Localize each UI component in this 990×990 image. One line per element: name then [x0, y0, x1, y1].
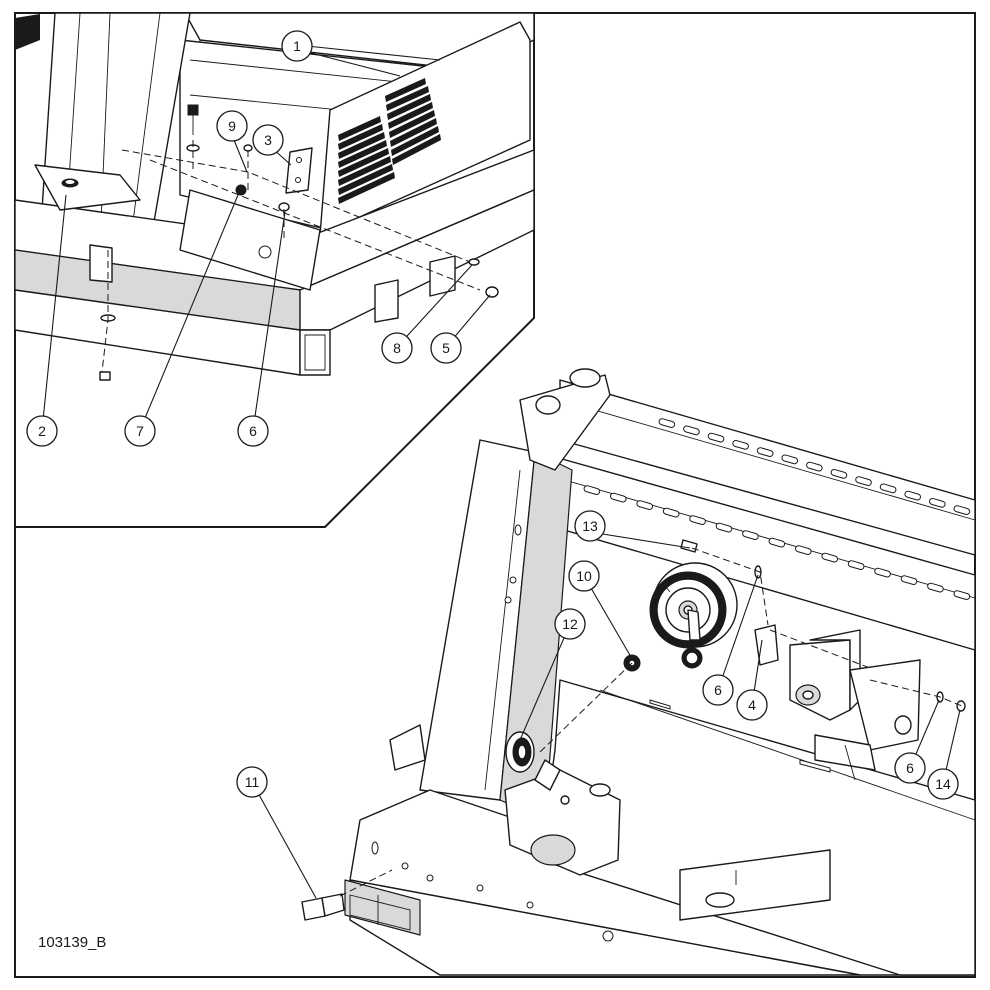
callout-10: 10 — [568, 560, 600, 592]
callout-6-bracket: 6 — [894, 752, 926, 784]
callout-6-inset-label: 6 — [249, 423, 257, 439]
rail-slot — [855, 476, 872, 486]
rail-slot — [658, 418, 676, 428]
leader-lines — [41, 45, 961, 899]
rail-slot — [732, 439, 749, 450]
rail-slot — [609, 492, 627, 503]
callout-14: 14 — [927, 768, 959, 800]
rail-slot — [874, 567, 891, 578]
callout-2-label: 2 — [38, 423, 46, 439]
rail-slot — [927, 582, 944, 593]
rail-slot — [715, 522, 733, 533]
rail-slot — [689, 515, 706, 525]
callout-6-sprocket: 6 — [702, 674, 734, 706]
rail-slot — [636, 500, 654, 510]
callout-13-label: 13 — [582, 518, 598, 534]
callout-6-bracket-label: 6 — [906, 760, 914, 776]
callout-14-label: 14 — [935, 776, 951, 792]
sprocket-assembly — [649, 562, 738, 669]
rail-slot — [662, 507, 680, 518]
callout-2: 2 — [26, 415, 58, 447]
callout-13: 13 — [574, 510, 606, 542]
rail-slot — [900, 575, 918, 585]
rail-slot — [742, 530, 759, 540]
callout-9-label: 9 — [228, 118, 236, 134]
callout-7: 7 — [124, 415, 156, 447]
rail-slot — [683, 425, 700, 436]
callout-4: 4 — [736, 689, 768, 721]
rail-slot — [768, 537, 786, 548]
callout-12: 12 — [554, 608, 586, 640]
rail-slot — [583, 485, 601, 495]
rail-slot — [794, 545, 812, 555]
callout-1-label: 1 — [293, 38, 301, 54]
rail-slot — [781, 454, 799, 465]
callout-9: 9 — [216, 110, 248, 142]
callout-4-label: 4 — [748, 697, 756, 713]
rail-slot — [953, 505, 971, 515]
callout-6-inset: 6 — [237, 415, 269, 447]
rail-slot — [847, 560, 865, 570]
callout-6-sprocket-label: 6 — [714, 682, 722, 698]
rail-slot — [806, 461, 823, 472]
rail-slot — [830, 468, 848, 479]
callout-1: 1 — [281, 30, 313, 62]
tray — [539, 679, 976, 976]
detail-inset — [14, 12, 535, 528]
callout-3-label: 3 — [264, 132, 272, 148]
callout-3: 3 — [252, 124, 284, 156]
rail-slot — [904, 490, 922, 501]
rail-slot — [756, 447, 774, 457]
rail-slot — [953, 590, 971, 600]
callout-10-label: 10 — [576, 568, 592, 584]
motor-bracket — [754, 624, 921, 781]
rail-slot — [821, 552, 839, 563]
callout-8: 8 — [381, 332, 413, 364]
document-id: 103139_B — [38, 934, 107, 951]
callout-5: 5 — [430, 332, 462, 364]
callout-11: 11 — [236, 766, 268, 798]
callout-12-label: 12 — [562, 616, 578, 632]
callout-5-label: 5 — [442, 340, 450, 356]
rail-slots — [583, 418, 971, 600]
callout-7-label: 7 — [136, 423, 144, 439]
idler-wheel — [505, 731, 535, 773]
rail-slot — [928, 497, 946, 508]
vent-slots — [338, 78, 441, 204]
main-assembly — [301, 368, 976, 976]
callout-11-label: 11 — [245, 774, 260, 790]
rail-slot — [707, 432, 725, 443]
rail-slot — [879, 483, 897, 494]
callout-8-label: 8 — [393, 340, 401, 356]
